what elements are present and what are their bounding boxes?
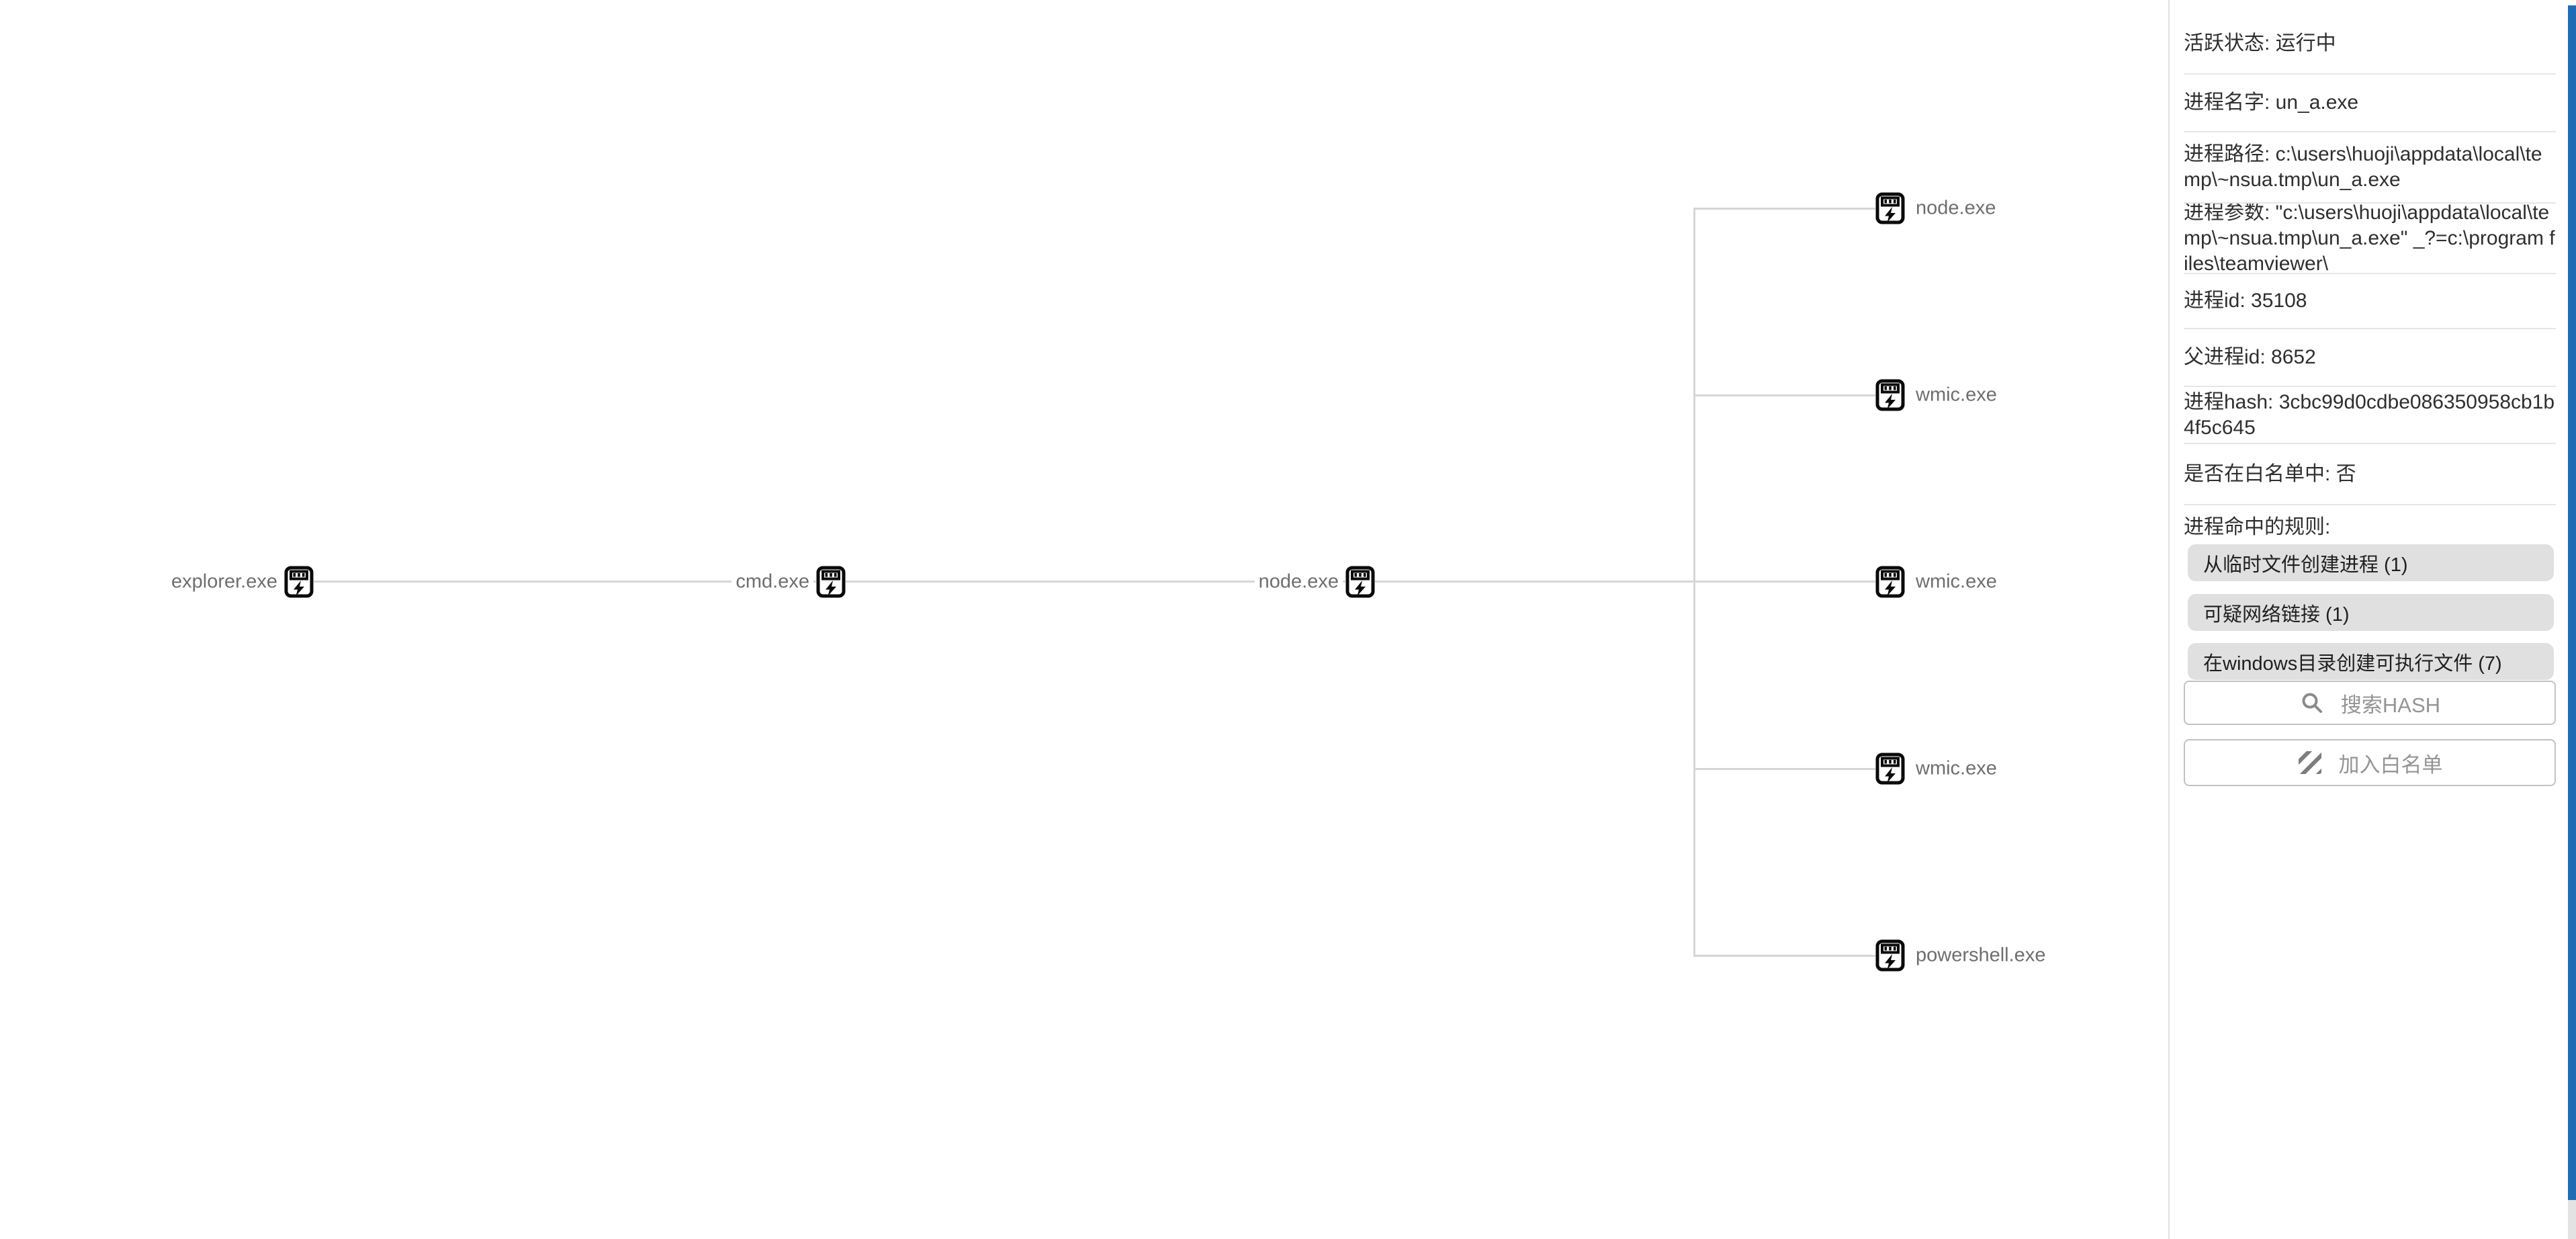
panel-scrollbar-track[interactable]: [2568, 0, 2576, 1239]
detail-row-hash: 进程hash: 3cbc99d0cdbe086350958cb1b4f5c645: [2184, 387, 2556, 444]
process-chip-lightning-icon: [1345, 566, 1375, 598]
tree-connector-branch: [1693, 955, 1881, 957]
rule-chip-windows-dir-executable[interactable]: 在windows目录创建可执行文件 (7): [2188, 643, 2554, 680]
search-icon: [2302, 693, 2322, 713]
tree-node-label: wmic.exe: [1912, 570, 2001, 593]
panel-scrollbar-track-lower: [2568, 1200, 2576, 1239]
process-chip-lightning-icon: [1875, 566, 1905, 598]
tree-node-child-node[interactable]: node.exe: [1875, 192, 2000, 224]
rule-chip-temp-file-process[interactable]: 从临时文件创建进程 (1): [2188, 544, 2554, 581]
tree-node-child-wmic-2[interactable]: wmic.exe: [1875, 566, 2001, 598]
rule-chip-suspicious-network[interactable]: 可疑网络链接 (1): [2188, 594, 2554, 631]
detail-row-parent-pid: 父进程id: 8652: [2184, 329, 2556, 387]
tree-node-label: explorer.exe: [167, 570, 281, 593]
process-chip-lightning-icon: [816, 566, 846, 598]
detail-row-pid: 进程id: 35108: [2184, 274, 2556, 329]
detail-row-whitelisted: 是否在白名单中: 否: [2184, 444, 2556, 505]
add-whitelist-button[interactable]: 加入白名单: [2184, 739, 2556, 786]
tree-node-label: node.exe: [1254, 570, 1343, 593]
tree-connector-trunk: [1693, 208, 1695, 956]
process-tree-canvas[interactable]: explorer.exe cmd.exe: [0, 0, 2167, 1239]
tree-node-cmd[interactable]: cmd.exe: [731, 566, 846, 598]
tree-connector-branch: [1693, 394, 1881, 396]
detail-row-process-name: 进程名字: un_a.exe: [2184, 75, 2556, 132]
add-whitelist-label: 加入白名单: [2338, 753, 2443, 777]
process-chip-lightning-icon: [1875, 753, 1905, 785]
tree-connector-branch: [1693, 208, 1881, 210]
tree-node-label: wmic.exe: [1912, 757, 2001, 780]
tree-node-explorer[interactable]: explorer.exe: [167, 566, 314, 598]
tree-connector-branch: [1693, 768, 1881, 770]
tree-node-label: powershell.exe: [1912, 944, 2050, 967]
tree-node-label: cmd.exe: [731, 570, 813, 593]
process-chip-lightning-icon: [284, 566, 314, 598]
tree-node-label: wmic.exe: [1912, 384, 2001, 407]
rules-section-label: 进程命中的规则:: [2184, 516, 2331, 538]
texture-stripes-icon: [2298, 751, 2321, 774]
tree-node-child-powershell[interactable]: powershell.exe: [1875, 939, 2050, 972]
tree-node-label: node.exe: [1912, 197, 2000, 220]
detail-row-status: 活跃状态: 运行中: [2184, 0, 2556, 75]
search-hash-label: 搜索HASH: [2340, 693, 2441, 717]
process-chip-lightning-icon: [1875, 939, 1905, 972]
process-chip-lightning-icon: [1875, 192, 1905, 224]
tree-node-child-wmic-1[interactable]: wmic.exe: [1875, 379, 2001, 411]
search-hash-button[interactable]: 搜索HASH: [2184, 681, 2556, 725]
tree-connector-main: [300, 581, 1881, 583]
tree-node-child-wmic-3[interactable]: wmic.exe: [1875, 753, 2001, 785]
process-chip-lightning-icon: [1875, 379, 1905, 411]
detail-row-process-path: 进程路径: c:\users\huoji\appdata\local\temp\…: [2184, 132, 2556, 204]
detail-row-process-args: 进程参数: "c:\users\huoji\appdata\local\temp…: [2184, 204, 2556, 274]
process-details-panel: 活跃状态: 运行中 进程名字: un_a.exe 进程路径: c:\users\…: [2168, 0, 2576, 1239]
panel-scrollbar-thumb[interactable]: [2568, 5, 2576, 1200]
tree-node-node[interactable]: node.exe: [1254, 566, 1375, 598]
